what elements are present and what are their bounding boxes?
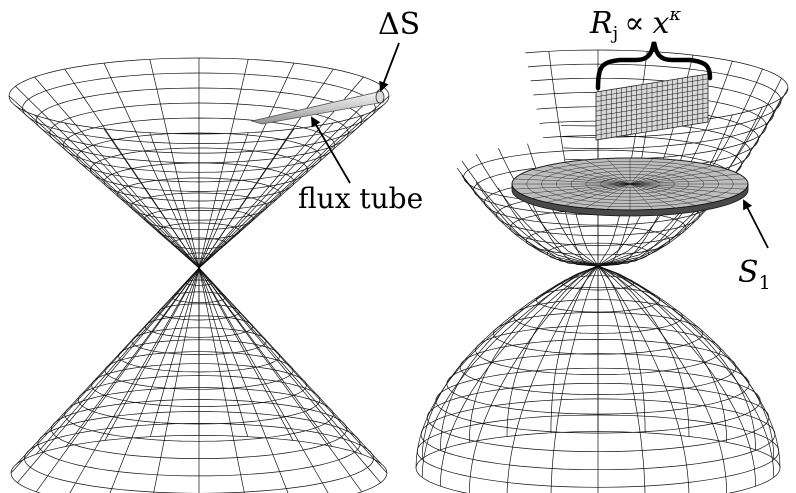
flux-tube-shape [250, 90, 385, 125]
s1-arrow [743, 199, 769, 249]
jet-grid-patch [595, 73, 709, 141]
s1-disk-surface [511, 157, 749, 217]
s1-label: S1 [738, 255, 771, 294]
curly-brace [595, 41, 713, 91]
flux-tube-arrow [310, 116, 351, 184]
delta-s-label: ΔS [378, 7, 420, 42]
flux-tube-label: flux tube [298, 182, 423, 215]
delta-s-arrow [379, 42, 400, 92]
rj-label: Rj∝xκ [589, 4, 681, 44]
double-cone-figure [8, 57, 390, 493]
